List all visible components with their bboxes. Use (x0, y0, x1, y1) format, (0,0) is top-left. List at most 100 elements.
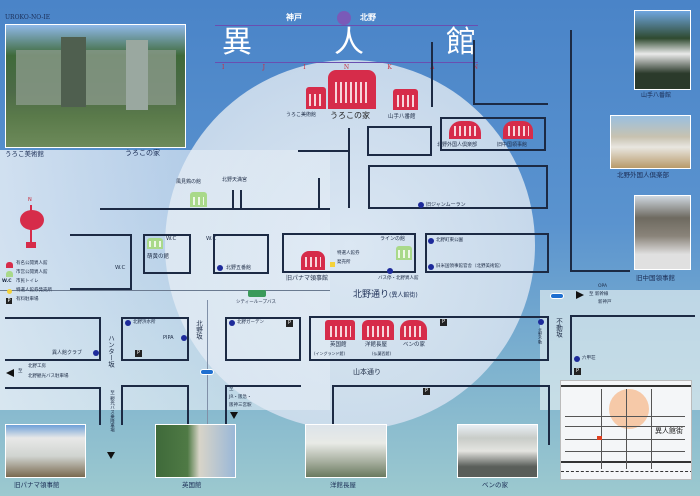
photo-eikokukan (155, 424, 236, 478)
photo-old-panama (5, 424, 86, 478)
label-kitano-foreign-club: 北野外国人倶楽部 (437, 142, 478, 148)
label-old-panama: 旧パナマ領事館 (286, 275, 329, 282)
label-yokan-nagaya-sub: (仏蘭西館) (372, 351, 392, 356)
direction-east-shinkansen: 至 新幹線 (589, 292, 609, 297)
label-wc: W.C (166, 236, 177, 242)
subtitle-kitano: 北野 (360, 13, 376, 22)
caption-ben-house: ベンの家 (482, 481, 508, 489)
title-emblem (337, 11, 351, 25)
label-bus-stop: バス停・北野異人館 (378, 276, 419, 281)
direction-west-kobo: 北野工房 (28, 364, 46, 369)
label-rokko: 六甲荘 (582, 356, 596, 361)
house-icon-kitano-foreign-club[interactable] (449, 121, 481, 139)
legend-wc-symbol: W.C (2, 279, 12, 284)
block (425, 233, 549, 273)
direction-south-bus: 至 観光バス乗降車場 (109, 390, 115, 432)
label-wc: W.C (115, 265, 126, 271)
photo-yamate8 (634, 10, 691, 90)
legend-item: 市民トイレ (16, 279, 39, 284)
label-moegi: 萌黄の館 (147, 254, 170, 260)
bus-stop-icon (550, 293, 564, 299)
label-old-china-consulate: 旧中国領事館 (497, 142, 528, 148)
caption-eikokukan: 英国館 (182, 481, 202, 489)
ticket-icon (330, 262, 335, 267)
house-icon-eikokukan[interactable] (325, 320, 355, 340)
street-yamamoto-dori: 山本通り (353, 368, 381, 376)
legend-ticket-icon (7, 289, 12, 294)
poi-dot (538, 319, 544, 325)
block (309, 316, 549, 361)
direction-south-jr: JR・阪急・ (229, 395, 252, 400)
house-icon-old-panama[interactable] (301, 251, 325, 270)
label-citybus: シティーループバス (236, 300, 276, 305)
mini-map-label: 異人館街 (655, 427, 683, 435)
caption-old-china-consulate: 旧中国領事館 (636, 274, 675, 282)
block (121, 317, 189, 361)
street-kitano-zaka: 北野坂 (194, 320, 203, 340)
subtitle-kobe: 神戸 (286, 13, 302, 22)
roman-char: I (222, 64, 225, 71)
label-kitano-well: 北野浜水所 (133, 320, 156, 325)
house-icon-moegi[interactable] (147, 238, 163, 249)
weathervane-rooster-icon (20, 210, 44, 230)
street-name: 北野通り (353, 290, 390, 300)
label-yokan-nagaya: 洋館長屋 (365, 342, 388, 348)
bus-stop-icon (200, 369, 214, 375)
background-overlay (0, 150, 330, 410)
poi-dot (418, 202, 424, 208)
block (440, 117, 546, 151)
poi-dot (181, 335, 187, 341)
label-ijinkan-club: 異人館クラブ (52, 350, 83, 356)
label-kitano-garden: 北野ガーデン (237, 320, 264, 325)
title-char: 異 (222, 25, 254, 60)
block (368, 165, 548, 209)
block (282, 233, 416, 273)
label-tenmangu: 北野天満宮 (222, 177, 248, 183)
photo-old-china-consulate (634, 195, 691, 270)
direction-west-busparking: 北野観光バス駐車場 (28, 374, 69, 379)
direction-east-shinkobe: 新神戸 (598, 300, 612, 305)
caption-uroko-museum: うろこ美術館 (5, 150, 44, 158)
house-icon-fuumidori[interactable] (190, 192, 207, 207)
legend-item: 市営公開異人館 (16, 270, 48, 275)
roman-char: N (343, 64, 350, 71)
block (70, 234, 132, 290)
house-icon-ben-house[interactable] (400, 320, 427, 340)
label-ticket: 特選人館券 (337, 251, 360, 256)
poi-dot (428, 264, 434, 270)
house-icon-old-china-consulate[interactable] (503, 121, 533, 139)
label-ben-house: ベンの家 (403, 342, 426, 348)
arrow-west-icon (6, 369, 14, 377)
arrow-east-icon (576, 291, 584, 299)
label-eikokukan-sub: (イングランド館) (314, 351, 346, 356)
roman-char: K (387, 64, 392, 71)
block (5, 387, 101, 425)
legend-item: 特選人館券発売所 (16, 288, 52, 293)
block (332, 385, 550, 445)
legend-parking-icon: P (6, 298, 12, 304)
street-hunter-zaka: ハンター坂 (106, 335, 115, 368)
house-icon-uroko-house[interactable] (328, 70, 376, 109)
block (367, 126, 432, 156)
poi-dot (93, 350, 99, 356)
direction-east-opa: OPA (598, 284, 608, 289)
label-higashi-park: 北野町東公園 (436, 238, 463, 243)
roman-char: I (303, 64, 306, 71)
label-uroko-house: うろこの家 (330, 111, 370, 120)
house-icon-yamate8[interactable] (393, 89, 418, 110)
label-wc: W.C (206, 236, 217, 242)
label-jeanmulin: 旧ジャンムーラン (426, 202, 466, 208)
house-icon-uroko-museum[interactable] (306, 87, 326, 109)
legend-house-icon (6, 262, 13, 268)
bus-stop-dot (387, 268, 393, 274)
house-icon-yokan-nagaya[interactable] (362, 320, 394, 340)
parking-icon: P (440, 319, 447, 326)
weathervane-pole (30, 205, 32, 245)
parking-icon: P (574, 368, 581, 375)
label-rhine: ラインの館 (380, 236, 406, 242)
direction-west-to: 至 (18, 369, 23, 374)
house-icon-rhine[interactable] (396, 246, 412, 260)
block (225, 385, 301, 425)
block (225, 317, 301, 361)
block (213, 234, 269, 274)
